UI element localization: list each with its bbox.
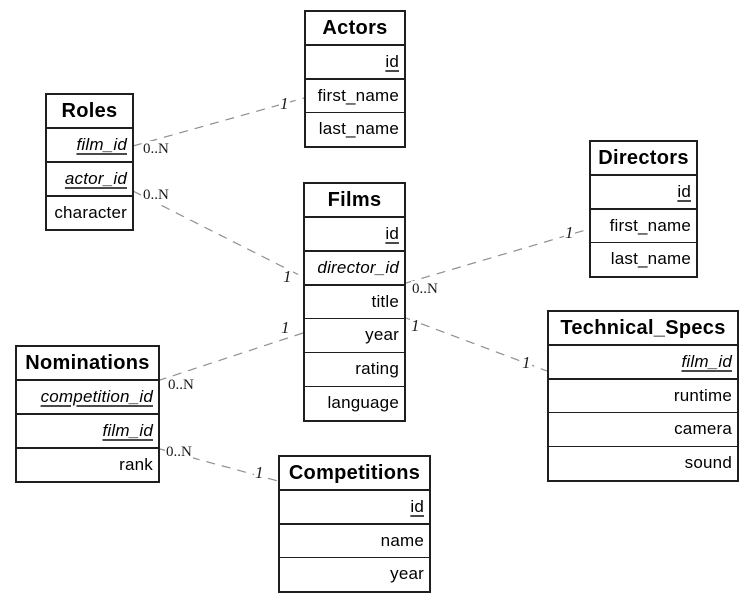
table-actors-title[interactable]: Actors xyxy=(322,17,388,39)
table-technical-specs[interactable]: Technical_Specs film_id runtime camera s… xyxy=(547,310,739,482)
cardinality-films-techspecs-one-left: 1 xyxy=(410,316,421,335)
column-films-rating[interactable]: rating xyxy=(305,352,404,386)
column-films-year[interactable]: year xyxy=(305,318,404,352)
column-roles-film-id[interactable]: film_id xyxy=(47,127,132,161)
column-films-language[interactable]: language xyxy=(305,386,404,420)
column-technical-specs-camera[interactable]: camera xyxy=(549,412,737,446)
table-roles-title[interactable]: Roles xyxy=(61,100,118,122)
table-actors[interactable]: Actors id first_name last_name xyxy=(304,10,406,148)
column-technical-specs-sound[interactable]: sound xyxy=(549,446,737,480)
cardinality-roles-actors-one: 1 xyxy=(279,94,290,113)
cardinality-nominations-films-many: 0..N xyxy=(167,377,195,394)
table-films-title[interactable]: Films xyxy=(327,189,382,211)
column-roles-actor-id[interactable]: actor_id xyxy=(47,161,132,195)
relation-line-films-directors[interactable] xyxy=(405,228,590,284)
column-actors-last-name[interactable]: last_name xyxy=(306,112,404,146)
column-films-id[interactable]: id xyxy=(305,216,404,250)
column-nominations-rank[interactable]: rank xyxy=(17,447,158,481)
cardinality-roles-films-one: 1 xyxy=(282,267,293,286)
table-technical-specs-title[interactable]: Technical_Specs xyxy=(560,317,726,339)
column-directors-first-name[interactable]: first_name xyxy=(591,208,696,242)
relation-line-roles-actors[interactable] xyxy=(132,97,305,147)
table-nominations[interactable]: Nominations competition_id film_id rank xyxy=(15,345,160,483)
column-films-title[interactable]: title xyxy=(305,284,404,318)
table-directors-title[interactable]: Directors xyxy=(598,147,689,169)
column-competitions-year[interactable]: year xyxy=(280,557,429,591)
cardinality-films-directors-many: 0..N xyxy=(411,281,439,298)
column-nominations-competition-id[interactable]: competition_id xyxy=(17,379,158,413)
column-directors-id[interactable]: id xyxy=(591,174,696,208)
cardinality-films-techspecs-one-right: 1 xyxy=(521,353,532,372)
cardinality-nominations-competitions-many: 0..N xyxy=(165,444,193,461)
table-competitions[interactable]: Competitions id name year xyxy=(278,455,431,593)
table-films[interactable]: Films id director_id title year rating l… xyxy=(303,182,406,422)
cardinality-films-directors-one: 1 xyxy=(564,223,575,242)
column-actors-first-name[interactable]: first_name xyxy=(306,78,404,112)
column-films-director-id[interactable]: director_id xyxy=(305,250,404,284)
cardinality-roles-films-many: 0..N xyxy=(142,187,170,204)
column-roles-character[interactable]: character xyxy=(47,195,132,229)
cardinality-nominations-films-one: 1 xyxy=(280,318,291,337)
column-technical-specs-film-id[interactable]: film_id xyxy=(549,344,737,378)
relation-line-nominations-films[interactable] xyxy=(159,332,304,381)
table-roles[interactable]: Roles film_id actor_id character xyxy=(45,93,134,231)
column-actors-id[interactable]: id xyxy=(306,44,404,78)
column-competitions-name[interactable]: name xyxy=(280,523,429,557)
table-competitions-title[interactable]: Competitions xyxy=(288,462,421,484)
column-competitions-id[interactable]: id xyxy=(280,489,429,523)
column-nominations-film-id[interactable]: film_id xyxy=(17,413,158,447)
table-nominations-title[interactable]: Nominations xyxy=(25,352,150,374)
cardinality-nominations-competitions-one: 1 xyxy=(254,463,265,482)
column-technical-specs-runtime[interactable]: runtime xyxy=(549,378,737,412)
column-directors-last-name[interactable]: last_name xyxy=(591,242,696,276)
cardinality-roles-actors-many: 0..N xyxy=(142,141,170,158)
table-directors[interactable]: Directors id first_name last_name xyxy=(589,140,698,278)
